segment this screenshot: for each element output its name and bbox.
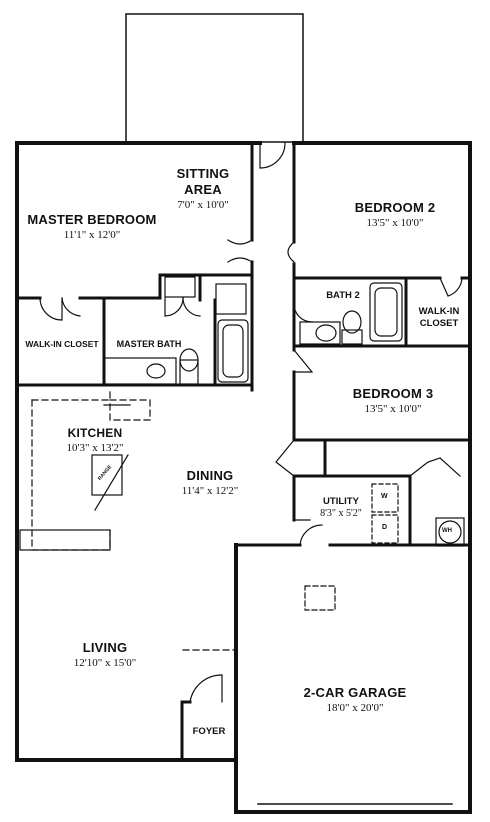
foyer-name: FOYER	[192, 726, 226, 737]
sitting-area-name: SITTING	[176, 166, 230, 181]
dining-label: DINING 11'4" x 12'2"	[160, 468, 260, 498]
attic-access	[304, 585, 336, 611]
living-dims: 12'10" x 15'0"	[73, 657, 137, 669]
walkin-closet-left-name: WALK-IN CLOSET	[25, 339, 99, 349]
master-bath-name: MASTER BATH	[116, 339, 182, 349]
linen-closet	[164, 276, 196, 298]
dining-dims: 11'4" x 12'2"	[181, 485, 239, 497]
utility-appliances	[371, 483, 399, 544]
utility-dims: 8'3" x 5'2"	[320, 508, 362, 519]
washer-label: W	[381, 493, 388, 500]
master-bedroom-dims: 11'1" x 12'0"	[63, 229, 121, 241]
bedroom3-name: BEDROOM 3	[352, 386, 434, 401]
interior-walls	[15, 141, 472, 762]
bath2-label: BATH 2	[318, 290, 368, 302]
sink-icon	[315, 324, 337, 342]
bath2-fixtures	[299, 282, 403, 345]
tub-icon	[369, 282, 403, 342]
master-bath-fixtures	[103, 276, 249, 385]
kitchen-island	[19, 529, 111, 551]
door-swings	[39, 142, 463, 703]
utility-name: UTILITY	[323, 496, 359, 507]
toilet-tank	[179, 359, 199, 385]
water-heater	[435, 517, 465, 547]
bedroom2-name: BEDROOM 2	[354, 200, 436, 215]
vanity	[103, 357, 177, 385]
walkin-closet-right-label: WALK-IN CLOSET	[410, 306, 468, 330]
dryer-label: D	[382, 524, 388, 531]
patio	[125, 13, 304, 143]
kitchen-label: KITCHEN 10'3" x 13'2"	[50, 425, 140, 455]
bedroom2-label: BEDROOM 2 13'5" x 10'0"	[330, 200, 460, 230]
bath2-name: BATH 2	[326, 290, 360, 301]
toilet-icon	[342, 310, 362, 334]
washer	[371, 483, 399, 513]
kitchen-dims: 10'3" x 13'2"	[66, 442, 124, 454]
sitting-area-label: SITTING AREA 7'0" x 10'0"	[160, 166, 246, 212]
water-heater-label: WH	[442, 528, 452, 534]
foyer-label: FOYER	[186, 726, 232, 738]
living-name: LIVING	[82, 640, 128, 655]
toilet-icon	[179, 348, 199, 372]
range-icon	[91, 454, 129, 511]
kitchen-name: KITCHEN	[67, 426, 123, 440]
master-bath-label: MASTER BATH	[110, 338, 188, 350]
bedroom3-label: BEDROOM 3 13'5" x 10'0"	[328, 386, 458, 416]
living-label: LIVING 12'10" x 15'0"	[55, 640, 155, 670]
garage-label: 2-CAR GARAGE 18'0" x 20'0"	[290, 685, 420, 715]
tub-icon	[217, 319, 249, 383]
master-bedroom-name: MASTER BEDROOM	[27, 212, 157, 227]
walkin-closet-right-name: WALK-IN	[418, 306, 460, 317]
bedroom2-dims: 13'5" x 10'0"	[366, 217, 424, 229]
walkin-closet-right-name-2: CLOSET	[419, 318, 459, 329]
garage-dims: 18'0" x 20'0"	[326, 702, 384, 714]
exterior-walls	[15, 141, 472, 814]
master-bedroom-label: MASTER BEDROOM 11'1" x 12'0"	[22, 212, 162, 242]
bedroom3-dims: 13'5" x 10'0"	[364, 403, 422, 415]
walkin-closet-left-label: WALK-IN CLOSET	[20, 338, 104, 350]
garage-name: 2-CAR GARAGE	[303, 685, 407, 700]
utility-label: UTILITY 8'3" x 5'2"	[306, 496, 376, 520]
dining-name: DINING	[186, 468, 234, 483]
sitting-area-name-2: AREA	[184, 182, 222, 197]
dryer	[371, 514, 399, 544]
sink-icon	[146, 363, 166, 379]
sitting-area-dims: 7'0" x 10'0"	[177, 199, 229, 211]
